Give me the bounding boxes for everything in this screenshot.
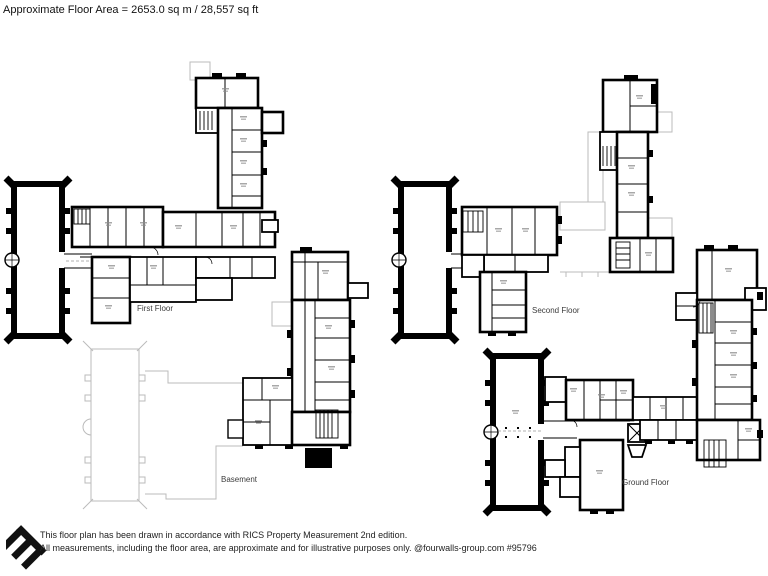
ground-floor-plan	[484, 245, 767, 514]
footer-disclaimer-line2: All measurements, including the floor ar…	[40, 543, 537, 553]
second-floor-label: Second Floor	[532, 306, 580, 315]
second-floor-plan	[392, 75, 675, 342]
basement-plan	[82, 247, 369, 510]
footer-disclaimer-line1: This floor plan has been drawn in accord…	[40, 530, 408, 540]
first-floor-label: First Floor	[137, 304, 173, 313]
page-title: Approximate Floor Area = 2653.0 sq m / 2…	[3, 4, 259, 16]
basement-label: Basement	[221, 475, 258, 484]
fourwalls-logo-icon	[6, 525, 47, 570]
ground-floor-label: Ground Floor	[622, 478, 670, 487]
first-floor-plan	[5, 61, 293, 342]
